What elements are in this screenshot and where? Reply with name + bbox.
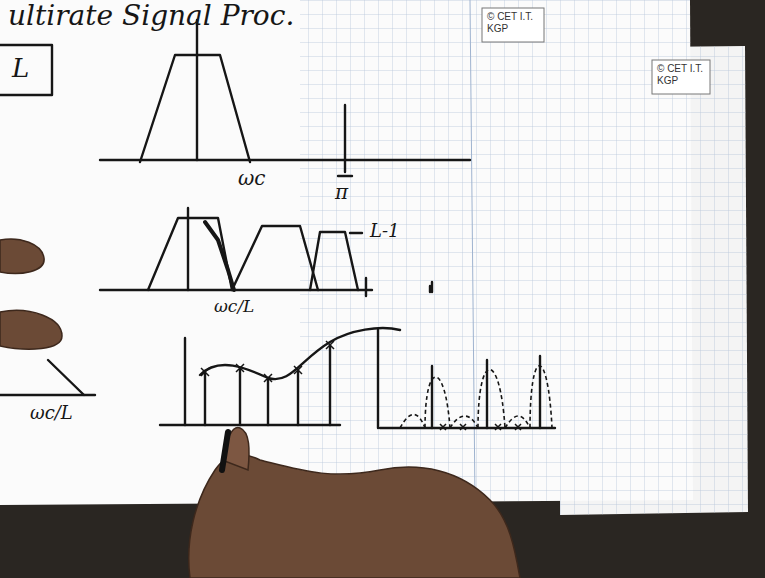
margin-line [470,0,475,500]
sample [431,366,433,428]
amp-axis [196,20,198,160]
watermark-box [482,8,544,42]
front-sheet [0,0,693,505]
finger [0,239,44,273]
amp-axis [187,208,189,290]
sample [239,368,241,425]
time-axis [160,424,340,426]
sample [329,345,331,425]
freq-axis [0,394,95,396]
watermark: © CET I.T. KGP [657,63,707,86]
page-heading: ultirate Signal Proc. [8,2,294,30]
filter-edge [48,360,84,395]
time-axis [380,427,555,429]
freq-axis [100,159,470,161]
interpolator-box [0,45,52,95]
hand [189,455,520,578]
tick [365,278,367,296]
tick [431,282,433,292]
axis-label: π [335,182,348,202]
thumb [222,428,249,470]
finger [0,310,62,349]
mark [429,286,431,292]
sample-marks [201,341,334,382]
pi-tick [344,105,346,172]
interp-hump [425,377,450,428]
watermark-box [652,60,710,94]
interp-hump [478,370,505,429]
pen [222,432,228,470]
axis-label: ωc/L [30,404,73,422]
watermark: © CET I.T. KGP [487,11,537,34]
front-grid [300,0,693,502]
amp-axis [184,338,186,425]
spectrum-image [310,232,358,290]
pi-tick [338,175,352,177]
count-label: L-1 [370,222,400,240]
spectrum-edge [205,222,234,290]
leader [350,232,362,234]
axis-label: ωc [238,168,266,188]
sample [204,372,206,425]
sample [297,370,299,425]
spectrum-image [232,226,318,290]
amp-axis [377,330,379,428]
spectrum [140,55,250,162]
interp-hump [530,366,552,428]
zero-marks [440,424,521,430]
block-label: L [12,55,29,81]
axis-label: ωc/L [214,298,254,315]
spectrum-image [148,218,232,290]
sample [267,378,269,425]
